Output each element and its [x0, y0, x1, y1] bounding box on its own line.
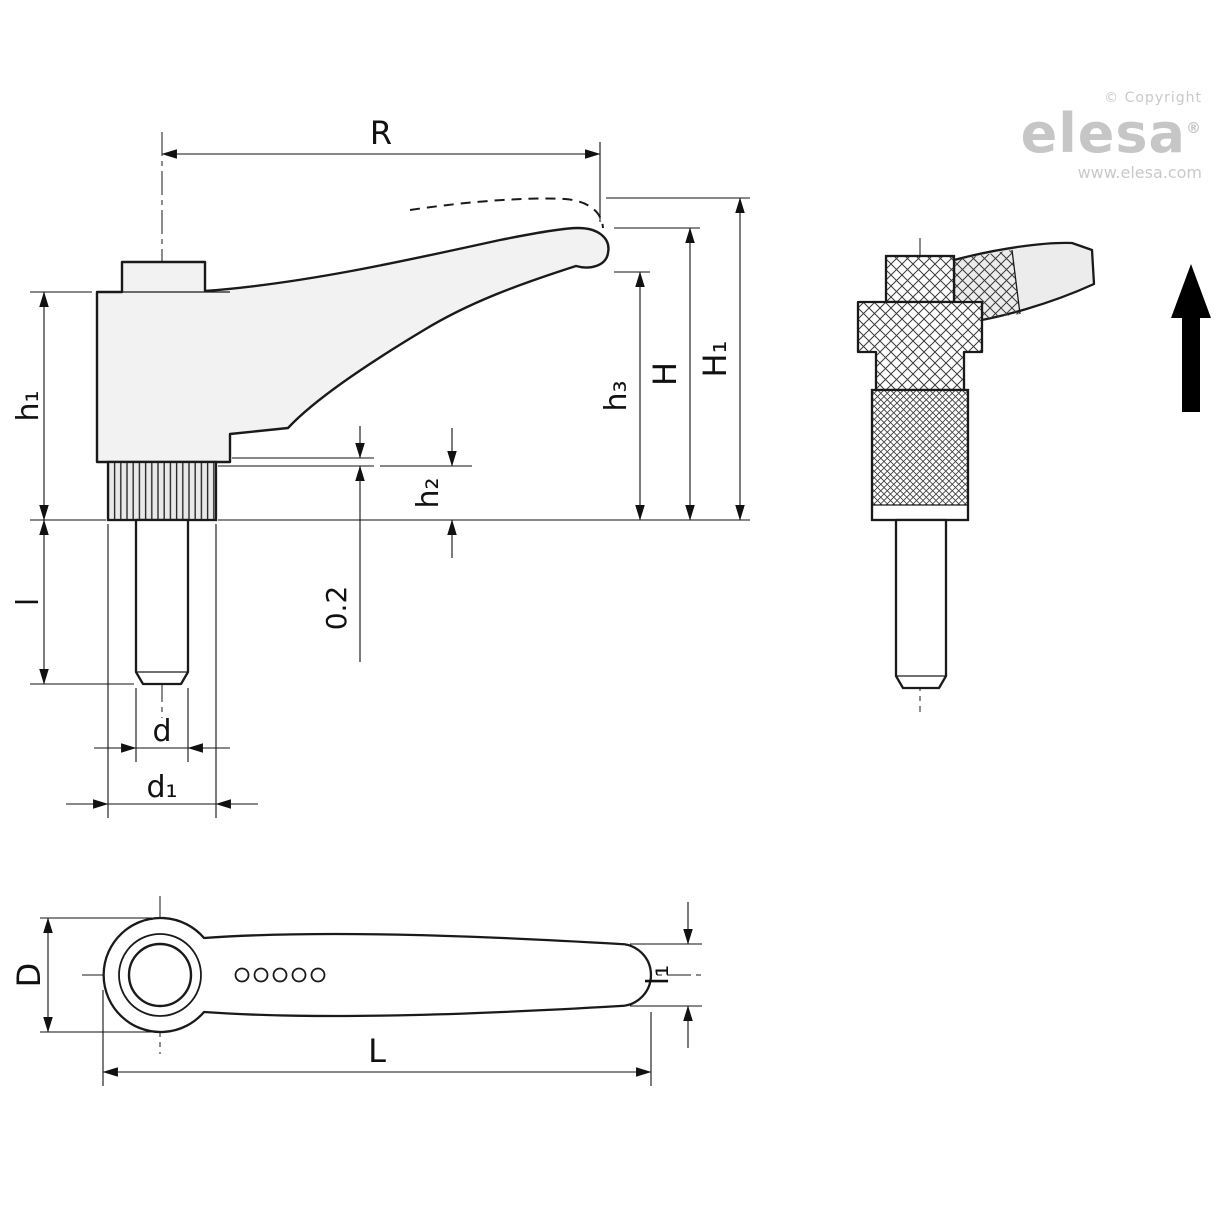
dim-d1: d₁: [66, 524, 258, 818]
indicator-holes: [234, 967, 326, 983]
side-view: R h₁ l 0.2 h₂: [11, 114, 750, 818]
dim-h1: h₁: [11, 291, 106, 521]
dim-label-h2: h₂: [411, 477, 446, 508]
rear-view: [856, 238, 1096, 712]
lever-body-outline: [95, 226, 610, 464]
lever-released-position-dashed: [409, 197, 604, 229]
dim-label-H1: H₁: [696, 341, 734, 378]
direction-arrow: [1171, 264, 1211, 412]
rear-knurled-barrel: [870, 388, 970, 522]
rear-cap: [884, 254, 956, 304]
handle-plan-outline: [102, 916, 653, 1034]
dim-l1: l₁: [630, 902, 702, 1048]
dim-l: l: [11, 519, 134, 685]
up-arrow-icon: [1171, 264, 1211, 412]
dim-label-L: L: [368, 1032, 386, 1070]
top-view: D L l₁: [10, 896, 706, 1086]
dim-d: d: [94, 688, 230, 762]
dim-label-h1: h₁: [11, 390, 46, 421]
rear-threaded-stud: [894, 518, 948, 690]
hub-bore-circle: [127, 942, 193, 1008]
knurled-ring: [106, 460, 218, 522]
dim-label-l1: l₁: [641, 965, 676, 985]
brand-block: © Copyright elesa® www.elesa.com: [1021, 90, 1202, 182]
dim-H1: H₁: [606, 197, 750, 521]
website-text: www.elesa.com: [1077, 162, 1202, 182]
dim-label-d: d: [152, 714, 171, 749]
elesa-logo: elesa®: [1021, 105, 1202, 163]
dim-gap-02: 0.2: [218, 426, 374, 662]
dim-label-d1: d₁: [146, 770, 177, 805]
dim-label-l: l: [11, 598, 46, 606]
dim-label-R: R: [370, 114, 392, 152]
hub-boss-circle: [118, 933, 202, 1017]
dim-H: H: [614, 227, 700, 521]
dim-label-h3: h₃: [599, 380, 634, 411]
dim-D: D: [10, 917, 152, 1033]
elesa-logo-text: elesa: [1020, 102, 1186, 165]
dim-label-gap: 0.2: [320, 586, 353, 631]
dim-h3: h₃: [599, 271, 650, 521]
dim-h2: h₂: [380, 428, 472, 558]
rear-body-block: [856, 300, 984, 392]
dim-R: R: [161, 114, 601, 222]
threaded-stud: [134, 518, 190, 686]
dim-L: L: [102, 990, 652, 1086]
dim-label-H: H: [646, 362, 684, 386]
dim-label-D: D: [10, 963, 48, 988]
copyright-text: © Copyright: [1104, 90, 1202, 106]
registered-mark: ®: [1186, 119, 1202, 137]
